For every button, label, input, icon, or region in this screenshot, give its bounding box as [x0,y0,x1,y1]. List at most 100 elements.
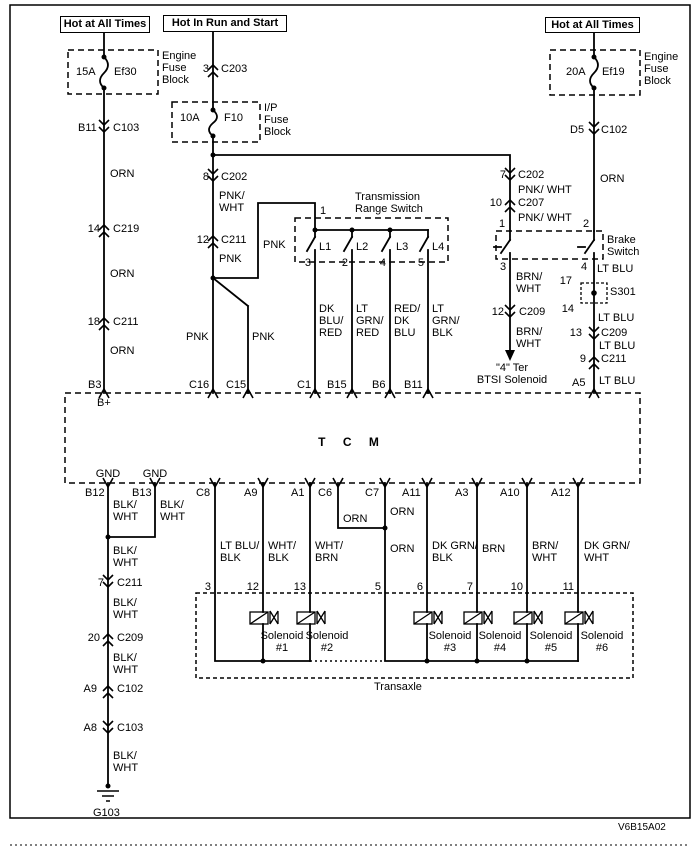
wire-lt-grn-red: LT GRN/ RED [356,303,384,339]
engine-fuse-block-box-right [549,49,641,96]
solenoid-2-icon [296,610,326,625]
pin-3-c203: 3 [202,63,209,75]
tcm-pin-a10: A10 [500,487,520,499]
brake-switch-box [495,230,604,260]
connector-c103: C103 [113,122,140,134]
tcm-pin-b15: B15 [327,379,347,391]
connector-c102-d5-icon [588,121,600,136]
pin-12-c211: 12 [196,234,209,246]
solenoid-1-icon [249,610,279,625]
wire-dk-grn-wht: DK GRN/ WHT [584,540,630,564]
wire-orn-2: ORN [110,268,135,280]
tcm-pin-a9: A9 [244,487,258,499]
transaxle-pin-3: 3 [204,581,211,593]
wire-pnk-c16: PNK [186,331,209,343]
trs-switch-l1: L1 [319,241,332,253]
pin-a9-c102: A9 [83,683,97,695]
trs-pin-2: 2 [341,257,348,269]
connector-c102-d5: C102 [601,124,628,136]
connector-c203: C203 [221,63,248,75]
component-boxes [64,49,641,679]
pin-d5: D5 [570,124,585,136]
tcm-pin-a1: A1 [291,487,305,499]
tcm-pin-c7: C7 [365,487,380,499]
connector-c209-13: C209 [601,327,628,339]
tcm-pin-b11: B11 [404,379,423,391]
connector-c219-icon [98,223,110,238]
solenoid-icons [249,610,594,625]
solenoid-1-label: Solenoid #1 [260,630,304,654]
pin-12-c209: 12 [491,306,504,318]
connector-c211-9: C211 [601,353,627,365]
trs-title: Transmission Range Switch [355,191,423,215]
connector-c209-12-icon [504,304,516,319]
wire-dk-grn-blk: DK GRN/ BLK [432,540,478,564]
tcm-pin-b12: B12 [85,487,105,499]
pin-9-c211: 9 [579,353,586,365]
wire-lt-blu-2: LT BLU [598,312,635,324]
solenoid-4-label: Solenoid #4 [478,630,522,654]
solenoid-6-icon [564,610,594,625]
transaxle-pin-10: 10 [510,581,523,593]
solenoid-5-label: Solenoid #5 [529,630,573,654]
transaxle-pin-7: 7 [466,581,473,593]
trs-switch-l2: L2 [356,241,369,253]
trs-pin-3: 3 [304,257,311,269]
wire-pnk-1: PNK [219,253,242,265]
pin-b11: B11 [78,122,97,134]
ip-fuse-block-label: I/P Fuse Block [264,102,291,138]
connector-c211-12-icon [207,234,219,249]
wire-pnk-wht: PNK/ WHT [219,190,245,214]
wire-wht-brn: WHT/ BRN [315,540,344,564]
connector-c211-12: C211 [221,234,247,246]
tcm-pin-c1: C1 [297,379,312,391]
tcm-pin-c8: C8 [196,487,211,499]
ground-g103-label: G103 [93,807,120,819]
brake-switch-label: Brake Switch [607,234,640,258]
wire-blk-wht-1: BLK/ WHT [113,499,139,523]
connector-c211-18-icon [98,316,110,331]
wire-brn-wht: BRN/ WHT [532,540,559,564]
tcm-pin-c6: C6 [318,487,333,499]
hot-in-run-and-start: Hot In Run and Start [163,15,287,32]
fuse-ef30-amps: 15A [76,66,96,78]
connector-c211-7: C211 [117,577,143,589]
trs-switch-l3: L3 [396,241,409,253]
transaxle-pin-5: 5 [374,581,381,593]
solenoid-2-label: Solenoid #2 [305,630,349,654]
wire-orn-right: ORN [600,173,625,185]
wire-orn-c7-upper: ORN [390,506,415,518]
pin-7-c202: 7 [499,169,506,181]
transaxle-pin-12: 12 [246,581,259,593]
tcm-gnd-1: GND [95,468,121,480]
pin-10-c207: 10 [489,197,502,209]
wire-pnk-branch: PNK [263,239,286,251]
tcm-bplus-label: B+ [97,397,111,409]
trs-switch-l4: L4 [432,241,445,253]
connector-c209-20-icon [102,632,114,647]
wire-red-dk-blu: RED/ DK BLU [394,303,421,339]
tcm-pin-a5: A5 [572,377,586,389]
connector-c209-20: C209 [117,632,144,644]
hot-at-all-times-right: Hot at All Times [545,17,640,33]
tcm-pin-markers [98,387,600,489]
tcm-pin-a12: A12 [551,487,571,499]
s301-splice-box [580,282,608,304]
ip-fuse-block-box [171,101,261,143]
tcm-pin-b6: B6 [372,379,386,391]
wire-pnk-c15: PNK [252,331,275,343]
wire-blk-wht-5: BLK/ WHT [113,652,139,676]
ground-icon [97,790,119,802]
connector-c102-a9-icon [102,684,114,699]
wire-dk-blu-red: DK BLU/ RED [319,303,344,339]
solenoid-5-icon [513,610,543,625]
pin-8-c202: 8 [202,171,209,183]
wires [103,31,596,787]
transaxle-pin-6: 6 [416,581,423,593]
wire-blk-wht-6: BLK/ WHT [113,750,139,774]
connector-c202-8: C202 [221,171,248,183]
diagram-id: V6B15A02 [618,822,666,833]
tcm-title: T C M [318,435,386,449]
